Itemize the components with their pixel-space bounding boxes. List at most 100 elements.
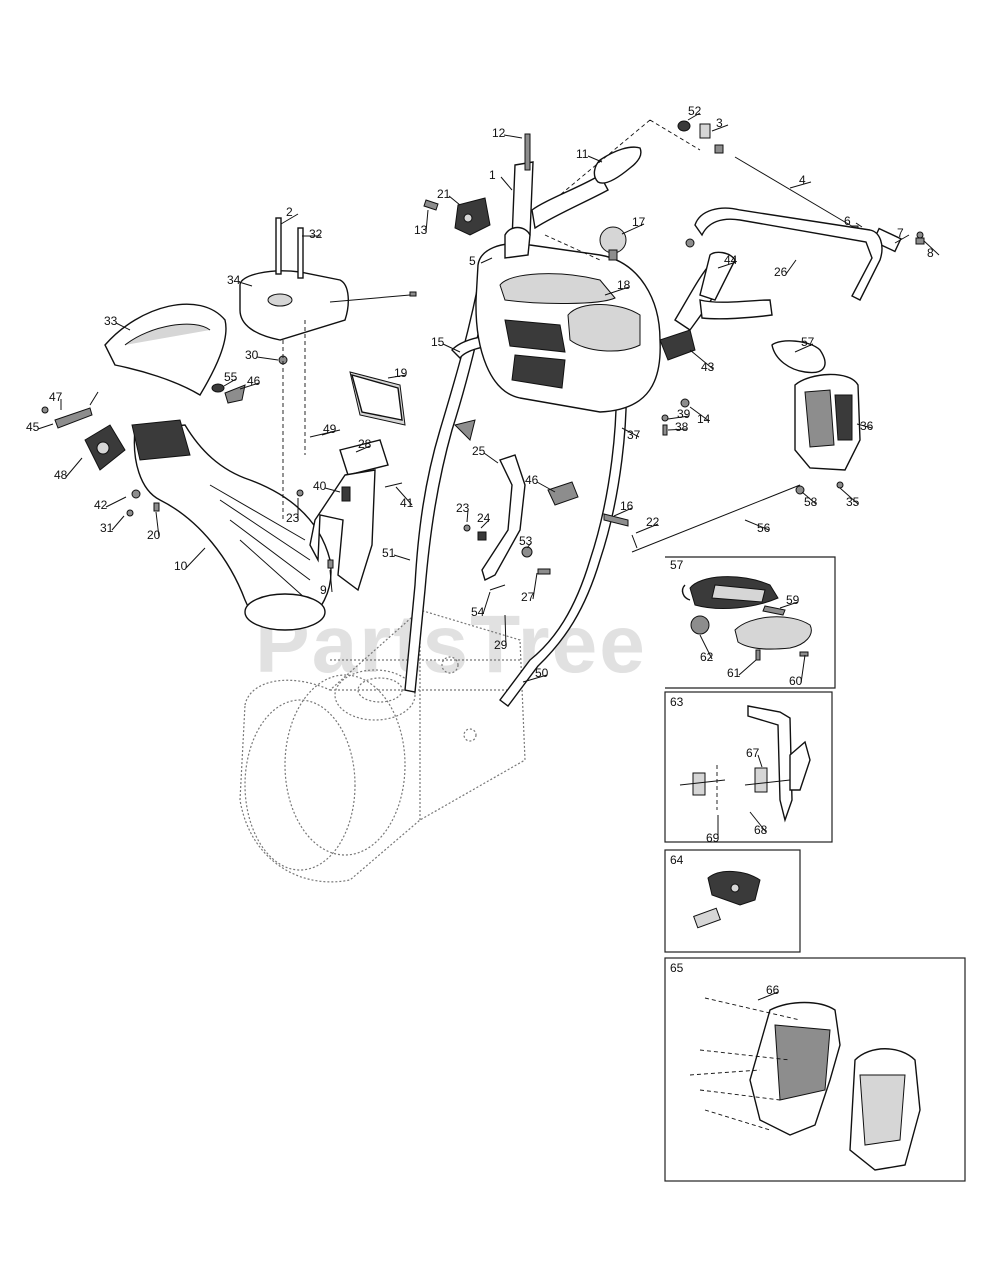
callout-leader-line xyxy=(503,134,523,139)
callout-label: 61 xyxy=(727,666,741,680)
inset-label: 65 xyxy=(670,961,684,975)
callout-leader-line xyxy=(115,322,131,331)
callout-leader-line xyxy=(483,452,499,464)
callout-label: 19 xyxy=(394,366,408,380)
callout-leader-line xyxy=(256,356,279,361)
callout-leader-line xyxy=(355,445,371,453)
callout-label: 43 xyxy=(701,360,715,374)
callout-leader-line xyxy=(699,634,713,660)
callout-leader-line xyxy=(667,415,690,420)
callout-leader-line xyxy=(894,234,910,244)
callout-label: 33 xyxy=(104,314,118,328)
callout-label: 26 xyxy=(774,265,788,279)
callout-label: 45 xyxy=(26,420,40,434)
callout-leader-line xyxy=(689,406,710,422)
callout-leader-line xyxy=(393,554,411,561)
callout-leader-line xyxy=(185,547,206,569)
chute-cap xyxy=(239,270,417,341)
chute-shield xyxy=(349,371,406,426)
callout-leader-line xyxy=(448,195,461,206)
callout-leader-line xyxy=(687,112,701,121)
callout-leader-line xyxy=(522,674,548,683)
callout-label: 11 xyxy=(576,147,589,161)
callout-label: 18 xyxy=(617,278,631,292)
callout-label: 52 xyxy=(688,104,702,118)
callout-label: 47 xyxy=(49,390,63,404)
callout-label: 39 xyxy=(677,407,691,421)
callout-label: 46 xyxy=(247,374,261,388)
callout-leader-line xyxy=(801,491,817,505)
callout-leader-line xyxy=(757,991,779,1001)
shift-bail xyxy=(685,207,883,301)
chute-bolts xyxy=(275,217,304,365)
chute-deflector xyxy=(104,303,227,396)
callout-leader-line xyxy=(466,509,469,523)
callout-leader-line xyxy=(223,378,237,387)
callout-leader-line xyxy=(105,496,127,508)
callout-leader-line xyxy=(613,507,633,517)
callout-leader-line xyxy=(744,519,770,531)
callout-label: 7 xyxy=(897,226,904,240)
callout-label: 25 xyxy=(472,444,486,458)
callout-label: 22 xyxy=(646,515,660,529)
callout-leader-line xyxy=(635,523,659,534)
callout-leader-line xyxy=(526,542,532,549)
callout-layer: 1234567891011121314151617181920212223232… xyxy=(26,104,940,1001)
callout-leader-line xyxy=(329,569,333,593)
callout-label: 23 xyxy=(286,511,300,525)
callout-leader-line xyxy=(111,515,125,531)
callout-label: 20 xyxy=(147,528,161,542)
callout-label: 5 xyxy=(469,254,476,268)
callout-label: 49 xyxy=(323,422,337,436)
shift-rod xyxy=(734,156,925,253)
lever-knob xyxy=(547,481,579,506)
callout-label: 17 xyxy=(632,215,646,229)
shift-bracket-assembly xyxy=(771,340,861,495)
cable-bracket xyxy=(423,197,491,236)
callout-label: 32 xyxy=(309,227,323,241)
callout-leader-line xyxy=(37,423,54,430)
inset-label: 64 xyxy=(670,853,684,867)
callout-leader-line xyxy=(757,754,763,768)
callout-label: 53 xyxy=(519,534,533,548)
callout-label: 12 xyxy=(492,126,506,140)
callout-leader-line xyxy=(482,591,491,615)
callout-leader-line xyxy=(238,281,253,287)
discharge-chute xyxy=(131,419,332,631)
callout-label: 36 xyxy=(860,419,874,433)
callout-leader-line xyxy=(395,486,413,506)
inset-57-assembly xyxy=(665,556,836,689)
callout-leader-line xyxy=(738,659,757,676)
callout-leader-line xyxy=(779,601,799,609)
callout-leader-line xyxy=(425,209,429,233)
inset-label: 63 xyxy=(670,695,684,709)
callout-leader-line xyxy=(785,259,797,275)
callout-leader-line xyxy=(800,654,806,684)
callout-leader-line xyxy=(280,213,299,225)
callout-leader-line xyxy=(321,430,336,436)
callout-leader-line xyxy=(923,240,940,256)
chute-tilt-bracket xyxy=(41,391,126,471)
callout-label: 2 xyxy=(286,205,293,219)
handle-hardware xyxy=(661,398,690,436)
callout-leader-line xyxy=(789,181,812,189)
callout-label: 48 xyxy=(54,468,68,482)
callout-label: 67 xyxy=(746,746,760,760)
callout-label: 50 xyxy=(535,666,549,680)
callout-label: 60 xyxy=(789,674,803,688)
right-control-handle xyxy=(659,251,773,361)
callout-label: 55 xyxy=(224,370,238,384)
callout-label: 16 xyxy=(620,499,634,513)
callout-leader-line xyxy=(65,457,83,478)
callout-leader-line xyxy=(500,176,513,191)
callout-label: 31 xyxy=(100,521,114,535)
callout-label: 1 xyxy=(489,168,496,182)
left-control-handle xyxy=(504,133,642,259)
drive-lever xyxy=(463,454,551,591)
callout-label: 44 xyxy=(724,253,738,267)
callout-label: 56 xyxy=(757,521,771,535)
callout-label: 29 xyxy=(494,638,508,652)
callout-leader-line xyxy=(667,428,688,431)
assembly-guide-lines xyxy=(282,119,701,520)
